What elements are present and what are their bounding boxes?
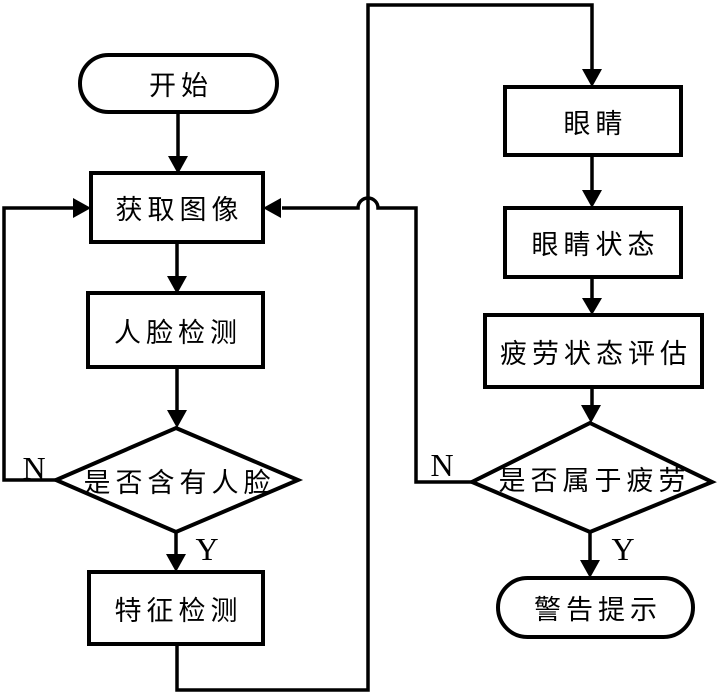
arrowhead-into-has-face bbox=[167, 410, 187, 428]
arrowhead-into-fatigue-eval bbox=[582, 298, 602, 315]
node-shape-face-detect bbox=[86, 291, 265, 369]
arrowhead-into-feature-detect bbox=[166, 554, 186, 572]
arrowhead-into-is-fatigue bbox=[581, 405, 601, 423]
node-shape-start bbox=[78, 53, 279, 114]
arrowhead-into-eye-state bbox=[582, 190, 602, 208]
arrowhead-into-get-image-left bbox=[73, 198, 91, 218]
arrowhead-into-get-image-right bbox=[263, 198, 281, 218]
arrowheads bbox=[73, 69, 602, 578]
node-shape-warning bbox=[496, 576, 695, 639]
edge-is-fatigue-no-to-get-image bbox=[282, 196, 472, 484]
edge-has-face-no-to-get-image bbox=[2, 206, 73, 482]
arrowhead-into-face-detect bbox=[167, 276, 187, 294]
edge-lines bbox=[2, 3, 594, 692]
node-shape-has-face-diamond bbox=[50, 425, 304, 535]
node-shape-fatigue-eval bbox=[483, 313, 704, 389]
node-shape-eyes bbox=[503, 85, 683, 157]
arrowhead-into-eyes bbox=[582, 69, 602, 87]
node-shape-is-fatigue-diamond bbox=[467, 420, 717, 535]
node-shape-get-image bbox=[89, 171, 265, 244]
arrowhead-into-warning bbox=[580, 560, 600, 578]
node-shape-feature-detect bbox=[87, 570, 265, 646]
edge-feature-detect-to-eyes bbox=[175, 3, 594, 692]
arrowhead-into-get-image-top bbox=[168, 156, 188, 174]
node-shapes bbox=[50, 53, 717, 646]
node-shape-eye-state bbox=[503, 206, 683, 279]
